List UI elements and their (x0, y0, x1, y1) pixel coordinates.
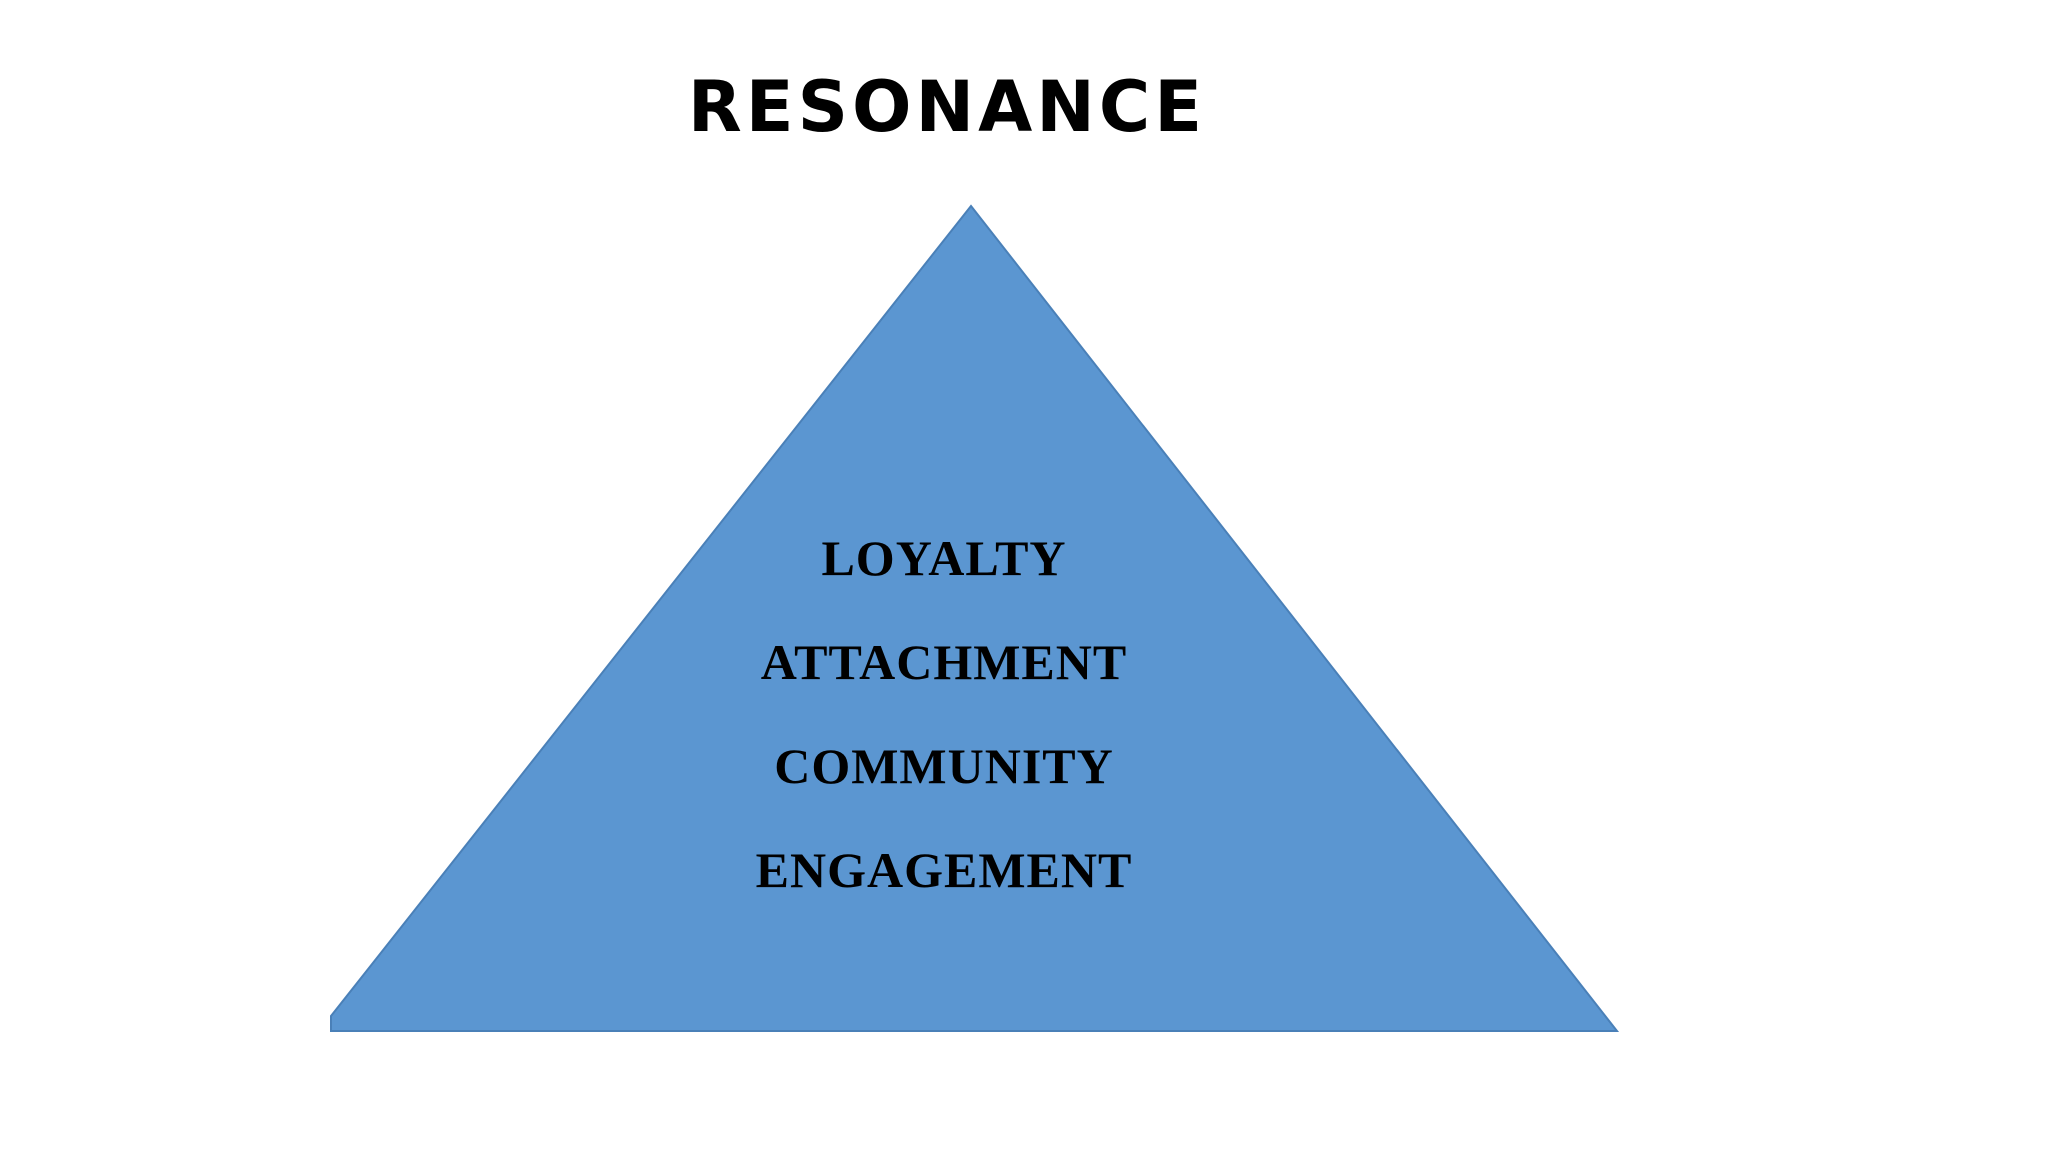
level-label-community: COMMUNITY (774, 738, 1114, 794)
level-label-attachment: ATTACHMENT (760, 634, 1128, 690)
diagram-title: RESONANCE (687, 66, 1207, 148)
level-label-loyalty: LOYALTY (821, 530, 1067, 586)
level-label-engagement: ENGAGEMENT (755, 842, 1133, 898)
pyramid-triangle (330, 204, 1620, 1032)
